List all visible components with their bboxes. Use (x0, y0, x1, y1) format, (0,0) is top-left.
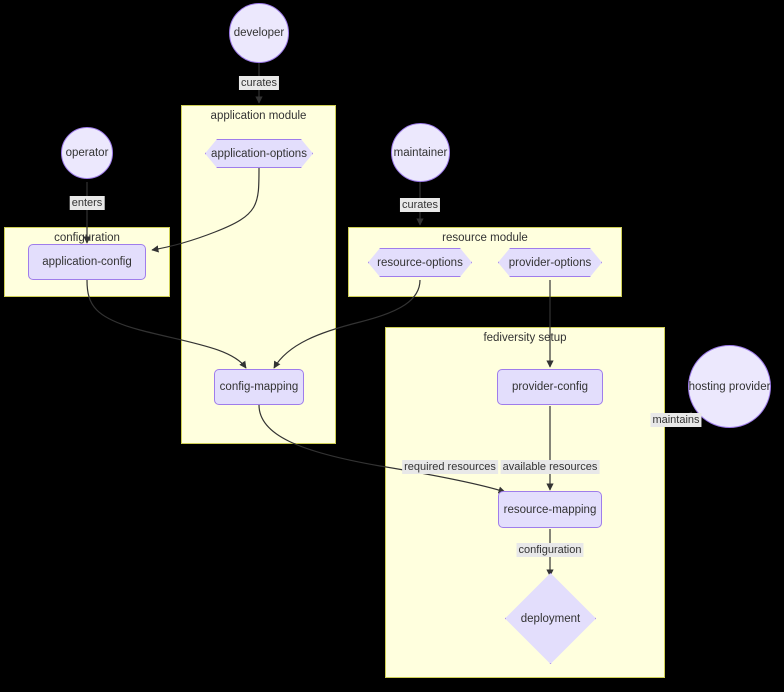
edge-label-curates-maintainer: curates (399, 198, 441, 212)
cluster-application-module-label: application module (210, 110, 307, 122)
edge-label-required-resources: required resources (402, 460, 498, 474)
edge-label-available-resources: available resources (500, 460, 600, 474)
cluster-resource-module-label: resource module (442, 232, 528, 244)
node-config-mapping-label: config-mapping (219, 381, 299, 393)
node-operator[interactable]: operator (61, 127, 113, 179)
node-application-config-label: application-config (42, 256, 132, 268)
node-application-options[interactable]: application-options (205, 139, 313, 168)
node-application-config[interactable]: application-config (28, 244, 146, 280)
node-developer-label: developer (233, 27, 285, 39)
node-hosting-provider-label: hosting provider (688, 380, 771, 393)
node-resource-options-label: resource-options (377, 256, 463, 269)
node-maintainer[interactable]: maintainer (391, 123, 450, 182)
node-deployment-wrap: deployment (505, 573, 596, 664)
cluster-fediversity-setup-label: fediversity setup (483, 332, 567, 344)
edge-application-config-to-config-mapping (86, 279, 247, 369)
node-provider-options-label: provider-options (508, 256, 592, 269)
edge-resource-options-to-config-mapping (273, 279, 421, 369)
node-resource-options-wrap: resource-options (368, 248, 472, 277)
node-provider-options[interactable]: provider-options (498, 248, 602, 277)
edge-application-options-to-application-config (151, 167, 260, 253)
node-resource-options[interactable]: resource-options (368, 248, 472, 277)
node-provider-config[interactable]: provider-config (497, 369, 603, 405)
node-resource-mapping[interactable]: resource-mapping (498, 491, 602, 528)
edge-label-curates-developer: curates (238, 76, 280, 90)
edge-label-maintains: maintains (650, 413, 702, 427)
node-application-options-label: application-options (211, 147, 307, 160)
node-operator-label: operator (65, 147, 109, 159)
node-resource-mapping-label: resource-mapping (503, 503, 597, 516)
node-maintainer-label: maintainer (393, 146, 448, 159)
node-developer[interactable]: developer (229, 3, 289, 63)
edge-label-enters: enters (69, 196, 105, 210)
node-hosting-provider[interactable]: hosting provider (688, 345, 771, 428)
edge-config-mapping-to-resource-mapping (258, 404, 506, 494)
node-provider-config-label: provider-config (511, 381, 589, 393)
edge-label-configuration: configuration (516, 543, 584, 557)
node-deployment-label: deployment (520, 612, 581, 625)
node-application-options-wrap: application-options (205, 139, 313, 168)
node-config-mapping[interactable]: config-mapping (214, 369, 304, 405)
node-provider-options-wrap: provider-options (498, 248, 602, 277)
